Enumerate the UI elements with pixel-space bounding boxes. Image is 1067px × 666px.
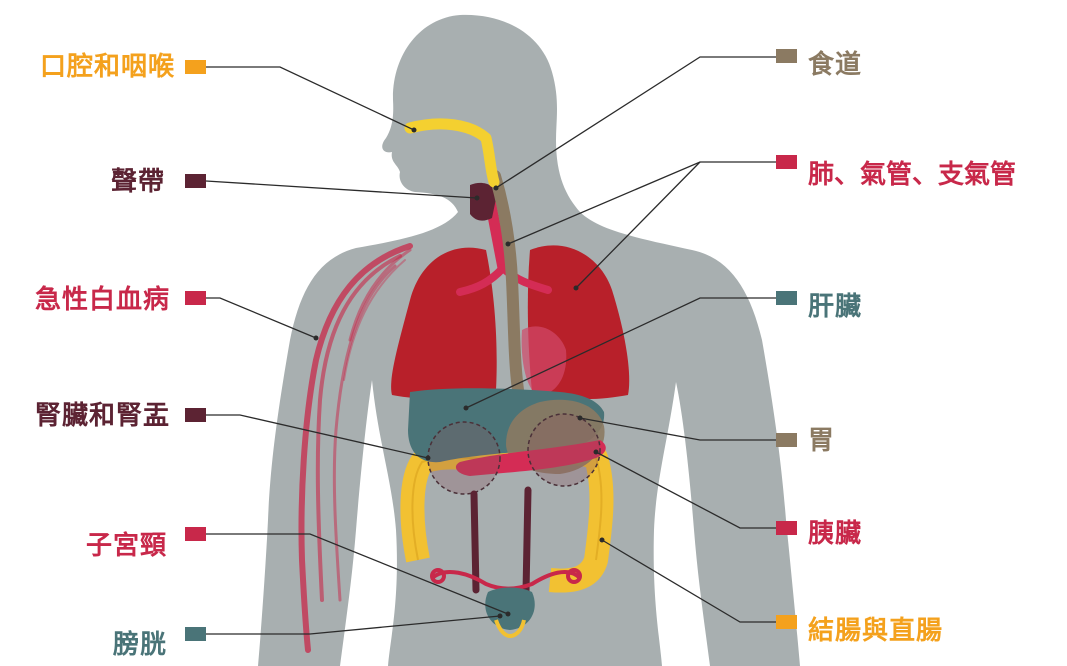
label-lung: 肺、氣管、支氣管 <box>808 162 1016 188</box>
swatch-pancreas <box>776 521 797 535</box>
label-bladder: 膀胱 <box>113 632 167 658</box>
swatch-cervix <box>185 527 206 541</box>
label-leukemia: 急性白血病 <box>35 287 170 313</box>
swatch-mouth-throat <box>185 60 206 74</box>
line-mouth-throat <box>206 67 414 130</box>
label-larynx: 聲帶 <box>111 169 165 195</box>
label-pancreas: 胰臟 <box>808 521 862 547</box>
label-cervix: 子宮頸 <box>86 533 167 559</box>
swatch-esophagus <box>776 49 797 63</box>
swatch-liver <box>776 291 797 305</box>
swatch-leukemia <box>185 291 206 305</box>
swatch-bladder <box>185 627 206 641</box>
swatch-stomach <box>776 433 797 447</box>
label-mouth-throat: 口腔和咽喉 <box>40 54 175 80</box>
label-liver: 肝臟 <box>808 294 862 320</box>
swatch-lung <box>776 155 797 169</box>
label-esophagus: 食道 <box>808 52 862 78</box>
swatch-kidney <box>185 408 206 422</box>
swatch-colorectal <box>776 615 797 629</box>
label-colorectal: 結腸與直腸 <box>808 618 943 644</box>
label-kidney: 腎臟和腎盂 <box>35 403 170 429</box>
swatch-larynx <box>185 174 206 188</box>
label-stomach: 胃 <box>808 428 835 454</box>
